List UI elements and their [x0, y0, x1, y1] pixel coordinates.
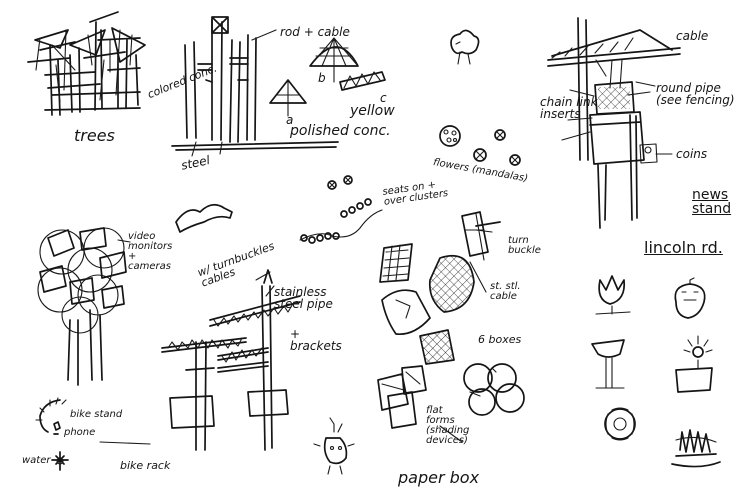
label-news-stand: news stand	[692, 187, 732, 217]
label-brackets: + brackets	[290, 327, 342, 353]
concrete-posts-sketch	[172, 17, 338, 156]
label-polished-conc: polished conc.	[290, 123, 391, 139]
label-trees: trees	[74, 126, 115, 145]
label-turnbuckle: turn buckle	[508, 235, 541, 256]
steel-pipe-canopy-sketch	[162, 270, 300, 450]
label-paper-box: paper box	[398, 468, 480, 487]
canopy-types-sketch	[270, 38, 385, 116]
flower-planters-sketch	[592, 276, 720, 467]
flowers-mandalas-sketch	[328, 126, 520, 189]
label-round-pipe: round pipe (see fencing)	[656, 81, 735, 107]
label-b: b	[318, 71, 326, 85]
label-flat-forms: flat forms (shading devices)	[426, 405, 470, 446]
label-yellow: yellow	[350, 103, 395, 119]
label-bike-stand: bike stand	[70, 409, 123, 420]
label-bike-rack: bike rack	[120, 459, 171, 472]
small-robot-figure-sketch	[314, 418, 354, 474]
label-c: c	[380, 91, 387, 105]
label-phone: phone	[64, 427, 96, 438]
label-st-stl-cable: st. stl. cable	[490, 281, 521, 302]
trees-sketch	[28, 12, 145, 115]
video-monitor-tower-sketch	[38, 228, 130, 385]
bike-stand-phone-water-sketch	[36, 398, 150, 470]
label-a: a	[286, 113, 294, 127]
seat-clusters-sketch	[300, 199, 382, 243]
label-rod-cable: rod + cable	[280, 25, 350, 39]
news-stand-sketch	[548, 18, 680, 228]
label-cable: cable	[676, 29, 709, 43]
wave-shelter-sketch	[176, 205, 232, 232]
paper-box-cluster-sketch	[378, 212, 524, 428]
label-six-boxes: 6 boxes	[478, 333, 522, 346]
label-coins: coins	[676, 147, 708, 161]
label-lincoln-rd: lincoln rd.	[644, 238, 723, 257]
label-stainless-steel-pipe: stainless steel pipe	[274, 285, 333, 311]
label-video-monitors: video monitors + cameras	[128, 231, 173, 272]
cloud-figure-sketch	[451, 30, 479, 64]
annotation-leader-lines	[256, 60, 655, 442]
label-water: water	[22, 455, 51, 466]
label-chain-link-inserts: chain link inserts	[540, 95, 598, 121]
